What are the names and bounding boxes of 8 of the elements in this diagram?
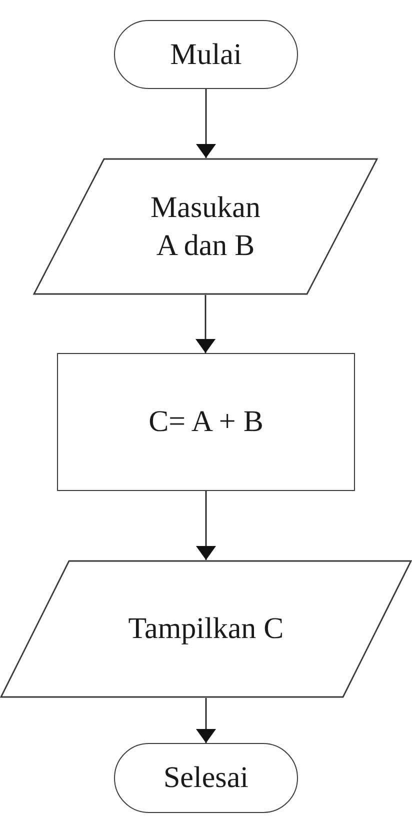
node-label: Tampilkan C (128, 611, 284, 647)
input-output-parallelogram (33, 158, 378, 295)
node-label: Masukan A dan B (150, 190, 262, 264)
node-label: C= A + B (148, 404, 264, 440)
input-output-parallelogram (0, 560, 412, 698)
process-box (57, 353, 355, 491)
node-label: Mulai (170, 36, 242, 72)
node-label: Selesai (164, 760, 248, 796)
